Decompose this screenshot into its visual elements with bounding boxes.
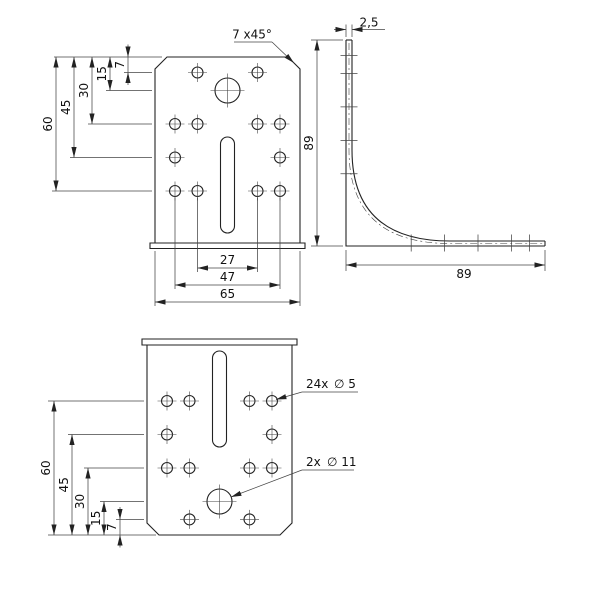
callout-count-label: 2x [306,455,321,469]
hole-5mm [156,424,178,445]
side-view: 2,5 89 89 [302,16,546,281]
dim-label: 15 [95,66,109,81]
hole-5mm [187,62,208,83]
hole-5mm [156,457,178,479]
hole-5mm [156,390,178,412]
hole-11mm [201,483,238,520]
thickness-dimension: 2,5 [334,16,385,37]
callout-diameter-label: ∅ 11 [327,455,357,469]
chamfer-callout: 7 x45° [232,28,295,64]
dim-label: 7 [113,61,127,69]
hole-11mm [209,72,246,109]
front-bottom-dimensions: 27 47 65 [154,197,301,306]
plan-bend-edge [141,338,298,346]
small-hole-callout: 24x ∅ 5 [275,377,358,400]
hole-5mm [269,147,291,168]
side-hole-ticks [340,55,530,252]
plan-left-dimensions: 7 15 30 45 60 [39,400,156,548]
front-view: 7 15 30 45 60 27 47 65 [41,28,306,306]
hole-5mm [239,509,260,530]
hole-5mm [239,390,260,412]
dim-label: 60 [39,460,53,475]
hole-5mm [269,113,291,135]
side-inner-profile [351,40,545,242]
plan-view: 7 15 30 45 60 24x ∅ 5 2x ∅ 11 [39,338,358,548]
side-outer-profile [345,40,545,247]
hole-5mm [247,62,268,83]
dim-label: 45 [59,100,73,115]
dim-label: 45 [57,477,71,492]
front-left-dimensions: 7 15 30 45 60 [41,44,162,192]
front-holes [164,62,291,234]
hole-5mm [187,113,208,135]
side-midplane-centerline [348,43,543,244]
dim-label: 27 [220,253,235,267]
callout-diameter-label: ∅ 5 [334,377,356,391]
callout-count-label: 24x [306,377,328,391]
height-dimension: 89 [302,39,343,247]
hole-5mm [164,147,186,168]
hole-5mm [261,424,283,445]
dim-label: 89 [456,267,471,281]
hole-5mm [261,457,283,479]
hole-5mm [239,457,260,479]
hole-5mm [164,113,186,135]
hole-5mm [179,509,200,530]
dim-label: 15 [89,511,103,526]
hole-5mm [179,390,200,412]
hole-5mm [247,113,268,135]
dim-label: 89 [302,135,316,150]
dim-label: 7 [105,523,119,531]
dim-label: 60 [41,116,55,131]
dim-label: 30 [77,83,91,98]
plan-holes [156,350,283,530]
slot [211,350,228,448]
chamfer-callout-label: 7 x45° [232,28,272,42]
dim-label: 2,5 [359,16,378,30]
length-dimension: 89 [345,250,546,281]
hole-5mm [179,457,200,479]
dim-label: 65 [220,287,235,301]
dim-label: 47 [220,270,235,284]
dim-label: 30 [73,494,87,509]
front-bend-edge [149,242,306,250]
slot [219,136,236,234]
hole-5mm [261,390,283,412]
large-hole-callout: 2x ∅ 11 [230,455,357,498]
